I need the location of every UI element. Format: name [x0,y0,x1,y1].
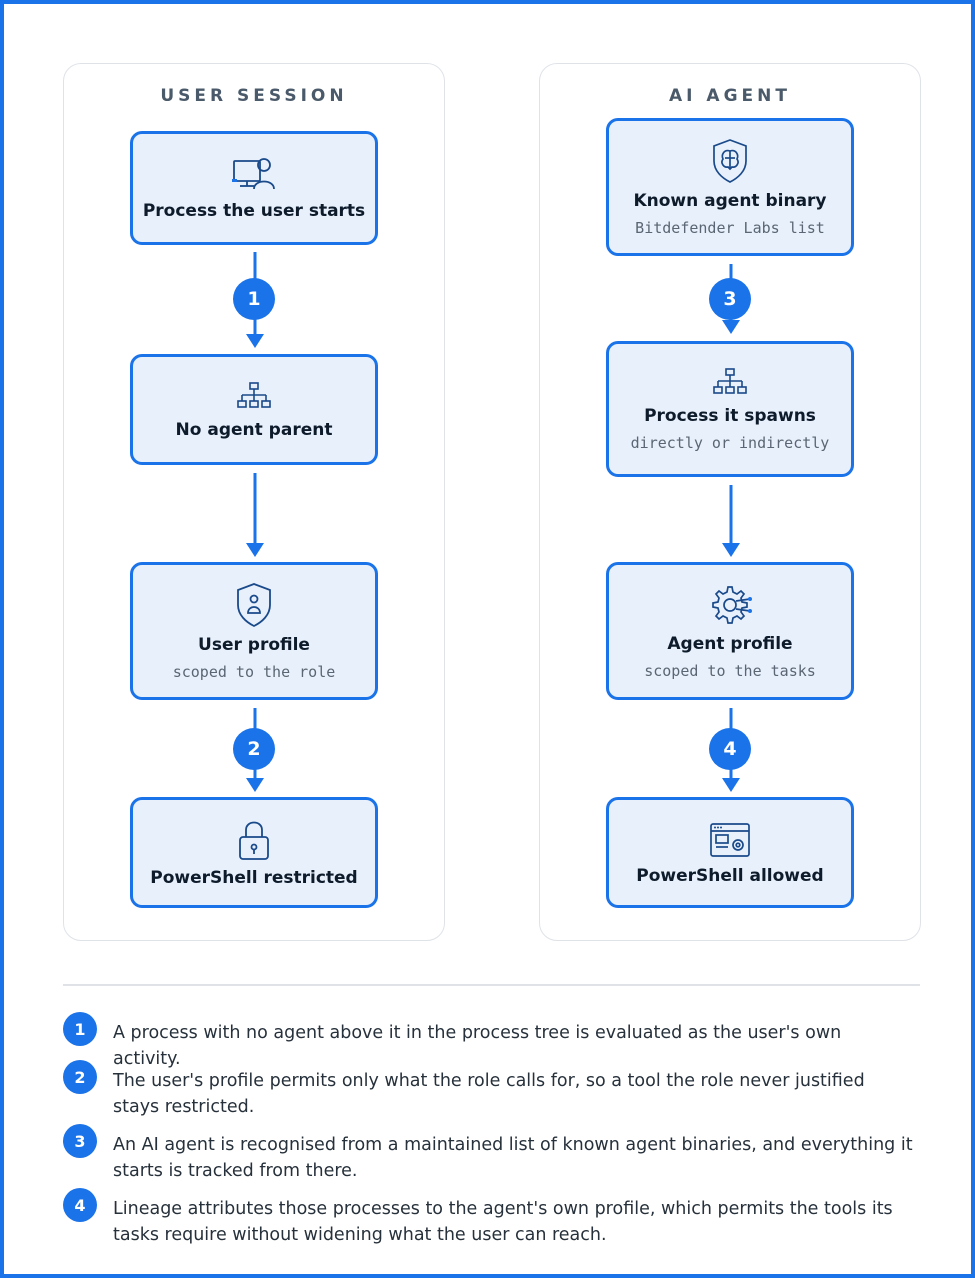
step-badge-2: 2 [233,728,275,770]
arrow-connector [246,473,264,557]
hierarchy-tree-icon [713,368,747,394]
node-label: User profile [198,635,310,655]
shield-user-icon [237,583,271,628]
step-badge-4: 4 [709,728,751,770]
user-session-panel: USER SESSION Process the user starts [63,63,445,941]
note-text: An AI agent is recognised from a maintai… [113,1135,913,1181]
step-badge-3: 3 [709,278,751,320]
node-sublabel: directly or indirectly [630,434,830,452]
node-process-it-spawns: Process it spawns directly or indirectly [606,341,854,477]
note-badge: 3 [63,1124,97,1158]
node-label: Agent profile [667,634,793,654]
node-process-user-starts: Process the user starts [130,131,378,245]
ai-agent-title: AI AGENT [669,86,791,106]
node-user-profile: User profile scoped to the role [130,562,378,700]
note-text: Lineage attributes those processes to th… [113,1199,893,1245]
step-badge-1: 1 [233,278,275,320]
node-label: Known agent binary [633,191,827,211]
node-label: PowerShell restricted [150,867,358,888]
gear-circuit-icon [712,586,752,624]
ai-agent-panel: AI AGENT Known agent binary Bitdefender … [539,63,921,941]
note-badge: 1 [63,1012,97,1046]
note-text: A process with no agent above it in the … [113,1023,842,1069]
shield-brain-icon [713,139,747,183]
hierarchy-tree-icon [237,381,271,408]
node-sublabel: scoped to the role [172,663,336,681]
node-label: PowerShell allowed [636,865,824,886]
user-session-title: USER SESSION [160,86,348,106]
node-powershell-restricted: PowerShell restricted [130,797,378,908]
node-agent-profile: Agent profile scoped to the tasks [606,562,854,700]
divider [63,984,920,986]
note-badge: 4 [63,1188,97,1222]
node-label: Process the user starts [142,201,366,221]
node-sublabel: scoped to the tasks [644,662,816,680]
node-powershell-allowed: PowerShell allowed [606,797,854,908]
node-label: No agent parent [175,419,333,440]
note-badge: 2 [63,1060,97,1094]
node-sublabel: Bitdefender Labs list [635,219,825,237]
arrow-connector [722,485,740,557]
padlock-icon [239,821,269,860]
user-at-computer-icon [232,158,275,190]
note-text: The user's profile permits only what the… [113,1071,865,1117]
node-no-agent-parent: No agent parent [130,354,378,465]
node-label: Process it spawns [644,406,816,426]
node-known-agent-binary: Known agent binary Bitdefender Labs list [606,118,854,256]
terminal-window-gear-icon [710,822,750,857]
